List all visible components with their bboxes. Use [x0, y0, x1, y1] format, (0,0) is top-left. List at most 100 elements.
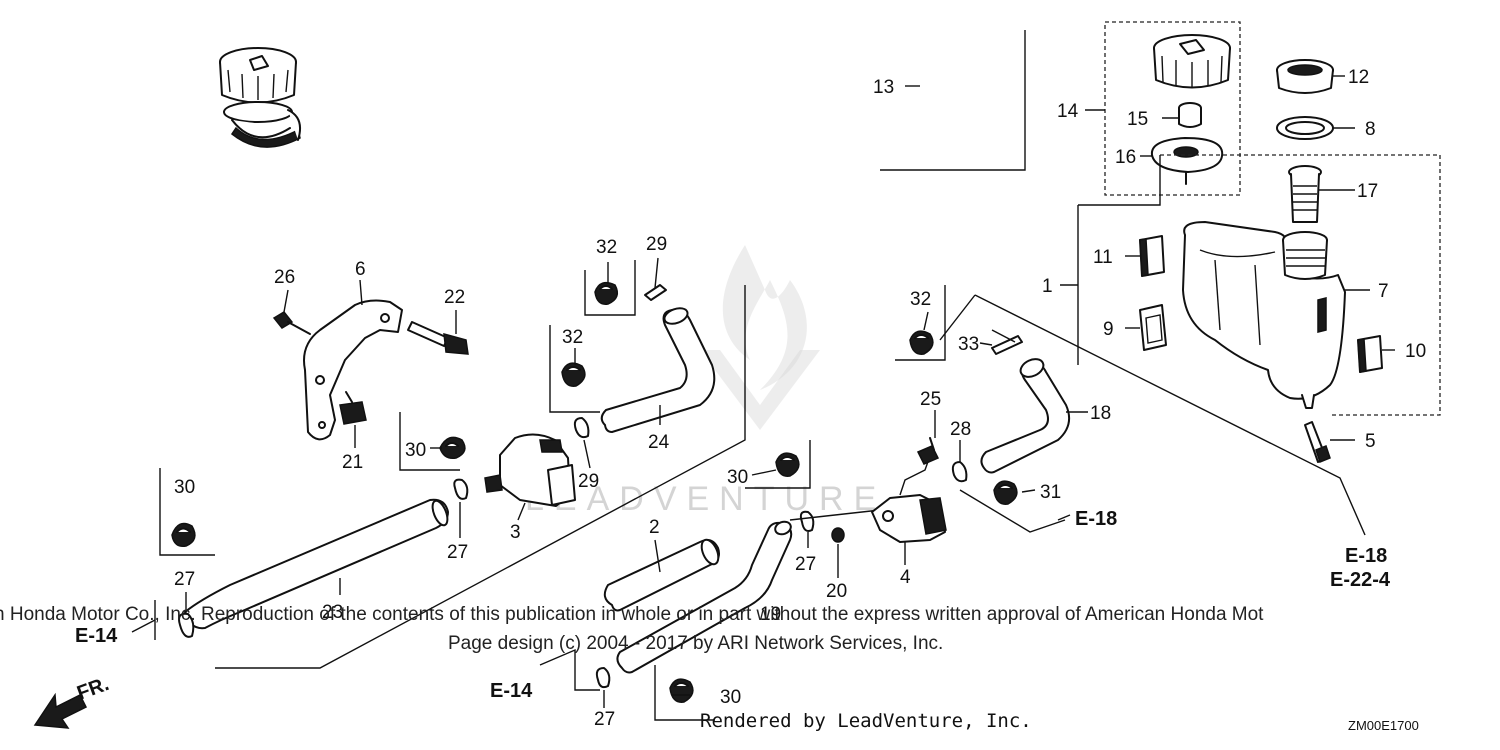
- callout-31: 31: [1040, 482, 1061, 503]
- clip-29-mid[interactable]: [573, 417, 590, 439]
- callout-30-center: 30: [727, 467, 748, 488]
- fuel-tube-18[interactable]: [980, 356, 1071, 474]
- callout-27-valve: 27: [447, 542, 468, 563]
- clip-29-top[interactable]: [644, 284, 667, 301]
- callout-32-top: 32: [596, 237, 617, 258]
- callout-14: 14: [1057, 101, 1079, 122]
- callout-3: 3: [510, 522, 521, 543]
- callout-26: 26: [274, 267, 295, 288]
- leadventure-watermark: LEADVENTURE: [525, 245, 886, 518]
- watermark-text: LEADVENTURE: [525, 480, 886, 518]
- ref-e14-left: E-14: [75, 625, 118, 647]
- fuel-tube-2[interactable]: [603, 537, 722, 612]
- bolt-26[interactable]: [272, 311, 311, 335]
- filter-15[interactable]: [1178, 102, 1202, 128]
- copyright-line-2: Page design (c) 2004 - 2017 by ARI Netwo…: [448, 633, 943, 654]
- callout-7: 7: [1378, 281, 1389, 302]
- ref-e18-bottom: E-18: [1345, 545, 1387, 567]
- clip-30-valve[interactable]: [439, 436, 466, 460]
- ref-e18-right: E-18: [1075, 508, 1117, 530]
- callout-15: 15: [1127, 109, 1148, 130]
- mount-rubber-9[interactable]: [1139, 304, 1167, 351]
- front-direction-indicator: FR.: [33, 673, 112, 729]
- callout-27-left: 27: [174, 569, 195, 590]
- callout-30-valve: 30: [405, 440, 426, 461]
- fuel-tube-23[interactable]: [184, 498, 450, 630]
- clip-27-left[interactable]: [178, 612, 195, 638]
- clip-27-bottom[interactable]: [595, 667, 611, 689]
- callout-labels: 13 14 15 16 12 8 17 11 1 7 9 10 5 26 6 2…: [174, 67, 1426, 730]
- callout-2: 2: [649, 517, 660, 538]
- clip-27-valve[interactable]: [453, 478, 469, 500]
- mount-rubber-10[interactable]: [1357, 335, 1383, 373]
- ring-8[interactable]: [1276, 116, 1334, 140]
- callout-9: 9: [1103, 319, 1114, 340]
- rendered-by-credit: Rendered by LeadVenture, Inc.: [700, 710, 1032, 732]
- fuel-cap-13[interactable]: [219, 47, 301, 148]
- fuel-valve-3[interactable]: [484, 433, 576, 507]
- callout-32-right: 32: [910, 289, 931, 310]
- callout-11: 11: [1093, 247, 1113, 268]
- callout-22: 22: [444, 287, 465, 308]
- callout-27-center: 27: [795, 554, 816, 575]
- nut-12[interactable]: [1276, 59, 1334, 94]
- fuel-cap-14[interactable]: [1153, 34, 1231, 89]
- fuel-tube-19[interactable]: [616, 520, 793, 674]
- callout-27-bottom: 27: [594, 709, 615, 730]
- callout-23: 23: [322, 602, 343, 623]
- callout-24: 24: [648, 432, 670, 453]
- callout-18: 18: [1090, 403, 1111, 424]
- front-arrow-icon: [33, 692, 88, 729]
- clip-32-top[interactable]: [594, 281, 619, 305]
- reference-labels: E-18 E-18 E-22-4 E-14 E-14: [75, 508, 1391, 702]
- clip-30-center[interactable]: [775, 452, 800, 477]
- clip-30-bottom[interactable]: [669, 678, 694, 703]
- front-label: FR.: [74, 673, 112, 705]
- callout-16: 16: [1115, 147, 1136, 168]
- bolt-21[interactable]: [339, 391, 367, 425]
- clip-32-right[interactable]: [909, 330, 934, 355]
- clip-31[interactable]: [993, 480, 1018, 505]
- bolt-25[interactable]: [916, 437, 940, 465]
- callout-20: 20: [826, 581, 847, 602]
- ref-e22-4: E-22-4: [1330, 569, 1391, 591]
- callout-5: 5: [1365, 431, 1376, 452]
- strainer-17[interactable]: [1288, 165, 1322, 223]
- callout-30-bottom: 30: [720, 687, 741, 708]
- callout-32-mid: 32: [562, 327, 583, 348]
- callout-21: 21: [342, 452, 363, 473]
- callout-19: 19: [760, 604, 781, 625]
- callout-30-left: 30: [174, 477, 195, 498]
- fuel-tank-7[interactable]: [1182, 221, 1346, 409]
- callout-6: 6: [355, 259, 366, 280]
- clip-30-left[interactable]: [171, 522, 196, 548]
- joint-5[interactable]: [1304, 421, 1331, 463]
- callout-10: 10: [1405, 341, 1426, 362]
- callout-1: 1: [1042, 276, 1053, 297]
- clip-28[interactable]: [951, 461, 968, 483]
- callout-13: 13: [873, 77, 894, 98]
- copyright-line-1: n Honda Motor Co., Inc. Reproduction of …: [0, 604, 1264, 625]
- callout-17: 17: [1357, 181, 1378, 202]
- fuel-tube-24[interactable]: [600, 305, 716, 433]
- washer-20[interactable]: [831, 527, 845, 543]
- fuel-valve-4[interactable]: [871, 494, 947, 543]
- callout-4: 4: [900, 567, 911, 588]
- ref-e14-bottom: E-14: [490, 680, 533, 702]
- callout-25: 25: [920, 389, 941, 410]
- callout-28: 28: [950, 419, 971, 440]
- callout-29-top: 29: [646, 234, 667, 255]
- callout-33: 33: [958, 334, 979, 355]
- bracket-6[interactable]: [303, 299, 403, 441]
- clip-33[interactable]: [991, 335, 1023, 355]
- callout-12: 12: [1348, 67, 1369, 88]
- mount-rubber-11[interactable]: [1139, 235, 1165, 277]
- packing-16[interactable]: [1150, 137, 1224, 185]
- callout-8: 8: [1365, 119, 1376, 140]
- clip-27-center[interactable]: [799, 510, 815, 532]
- callout-29-mid: 29: [578, 471, 599, 492]
- clip-32-mid[interactable]: [561, 362, 586, 387]
- bolt-22[interactable]: [407, 321, 469, 355]
- diagram-code: ZM00E1700: [1348, 718, 1419, 733]
